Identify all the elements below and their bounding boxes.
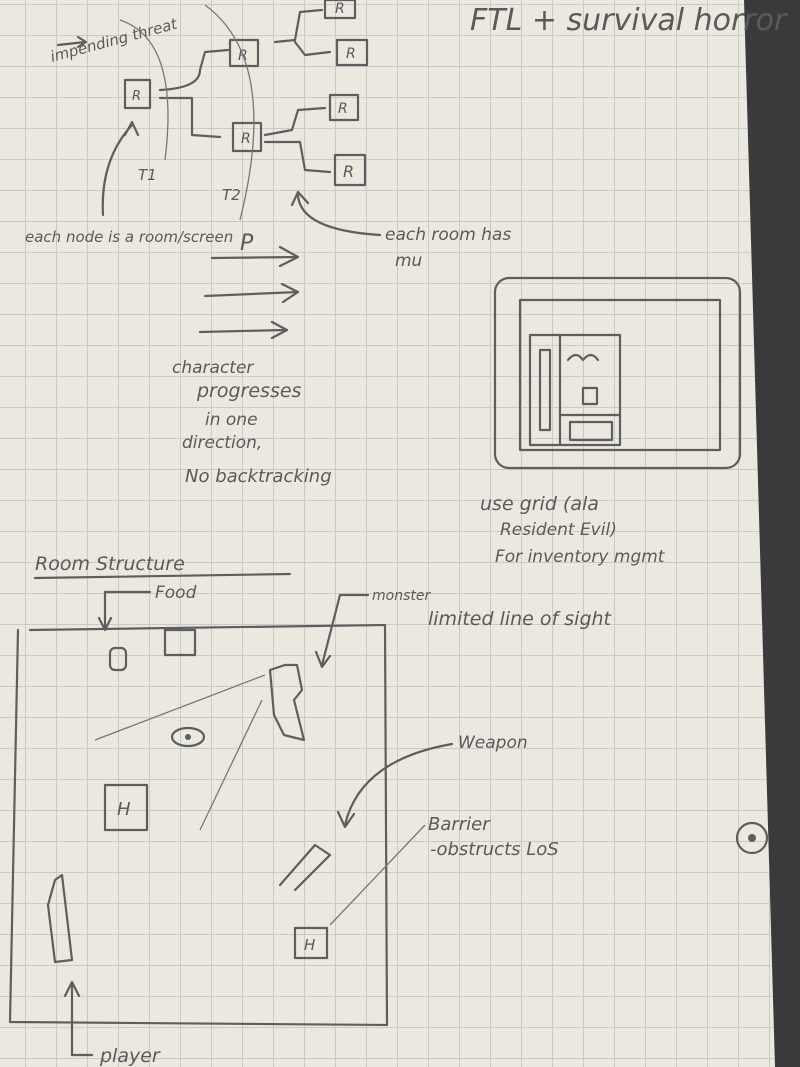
eye-icon [170, 726, 206, 748]
room-label: R [346, 46, 356, 62]
note-line: use grid (ala [480, 493, 599, 515]
room-node [123, 78, 152, 110]
t1-label: T1 [138, 166, 157, 184]
room-label: R [241, 131, 251, 147]
room-label: R [338, 101, 348, 117]
room-node [333, 153, 367, 187]
monster-figure [268, 663, 306, 742]
room-label: R [335, 1, 345, 17]
room-label: R [343, 162, 354, 181]
monster-label: monster [372, 588, 431, 604]
impending-threat-label: impending threat [48, 14, 180, 65]
note-line: progresses [196, 380, 302, 402]
note-line: character [172, 358, 254, 378]
room-node [231, 121, 263, 153]
eye-icon [735, 821, 769, 855]
t2-label: T2 [222, 186, 241, 204]
barrier-label: Barrier [428, 814, 491, 835]
food-item [163, 628, 197, 657]
inventory-note: use grid (ala Resident Evil) For invento… [480, 493, 666, 567]
node-note: each node is a room/screen [25, 228, 233, 246]
progression-note: character progresses in one direction, N… [172, 358, 332, 487]
weapon-item [278, 843, 332, 892]
title: FTL + survival horror [470, 3, 788, 38]
player-label: player [99, 1045, 161, 1067]
inventory-screen-sketch [493, 276, 742, 470]
health-pickup [103, 783, 149, 832]
p-label: P [240, 231, 254, 256]
room-node [228, 38, 260, 68]
note-line: direction, [182, 433, 262, 453]
barrier-health-pickup [293, 926, 329, 960]
room-structure-heading: Room Structure [35, 553, 185, 575]
room-note-2: mu [395, 251, 423, 271]
note-line: Resident Evil) [500, 520, 617, 540]
room-label: R [132, 89, 141, 104]
room-node [328, 93, 360, 122]
room-map: H H [8, 623, 389, 1027]
room-node [323, 0, 357, 20]
weapon-label: Weapon [458, 733, 528, 753]
room-note: each room has [385, 225, 511, 245]
line-of-sight-label: limited line of sight [428, 608, 613, 630]
node-tree: R R R R R R R [119, 0, 369, 221]
food-label: Food [155, 583, 197, 603]
food-can [108, 646, 128, 672]
note-line: For inventory mgmt [495, 547, 666, 567]
note-line: in one [205, 410, 258, 430]
health-label: H [117, 799, 131, 820]
grid-paper [0, 0, 775, 1067]
player-figure [46, 873, 74, 964]
health-label: H [304, 936, 315, 954]
barrier-note: -obstructs LoS [430, 839, 559, 860]
room-node [335, 38, 369, 67]
note-line: No backtracking [185, 466, 332, 487]
